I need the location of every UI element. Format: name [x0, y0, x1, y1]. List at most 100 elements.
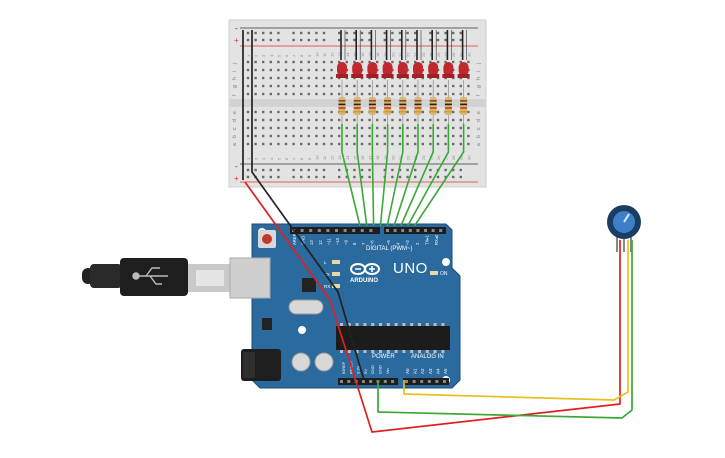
breadboard-hole	[307, 84, 310, 88]
row-letter-c: c	[232, 127, 238, 130]
breadboard-hole	[383, 126, 386, 130]
breadboard-hole	[383, 134, 386, 138]
column-number-8: 8	[299, 157, 304, 160]
mounting-hole	[298, 326, 306, 334]
column-number-28: 28	[451, 52, 456, 57]
header-pin	[343, 229, 347, 232]
breadboard-hole	[444, 126, 447, 130]
breadboard-hole	[246, 175, 250, 179]
breadboard-hole	[322, 84, 326, 88]
column-number-12: 12	[330, 155, 335, 160]
breadboard-hole	[284, 118, 288, 122]
column-number-18: 18	[375, 52, 380, 57]
breadboard-hole	[360, 118, 364, 122]
breadboard-hole	[459, 175, 462, 179]
breadboard-hole	[353, 92, 356, 96]
resistor-band	[414, 110, 422, 113]
breadboard-hole	[360, 126, 364, 130]
arduino-logo-icon	[364, 263, 380, 275]
breadboard-hole	[322, 68, 326, 72]
breadboard-hole	[269, 60, 272, 64]
wire-digital-signal	[356, 124, 368, 227]
breadboard-hole	[284, 84, 288, 88]
header-pin	[416, 229, 420, 232]
breadboard-hole	[269, 134, 272, 138]
breadboard-hole	[277, 118, 280, 122]
breadboard-hole	[330, 92, 333, 96]
breadboard-hole	[444, 84, 447, 88]
breadboard-hole	[292, 38, 295, 42]
breadboard-hole	[246, 84, 250, 88]
digital-pin-label: 4	[396, 242, 401, 245]
row-letter-a: a	[232, 143, 238, 146]
breadboard-hole	[429, 118, 432, 122]
digital-pin-label: GND	[301, 236, 306, 245]
row-letter-b: b	[232, 135, 238, 138]
chip-pin	[355, 350, 359, 353]
breadboard-hole	[330, 134, 333, 138]
breadboard-hole	[376, 60, 379, 64]
breadboard-hole	[383, 142, 386, 146]
breadboard-hole	[391, 31, 394, 35]
wires	[242, 30, 633, 433]
digital-pin-label: 7	[361, 242, 366, 245]
led-base	[427, 74, 440, 78]
header-pin	[352, 229, 356, 232]
breadboard-hole	[353, 38, 356, 42]
breadboard-hole	[414, 92, 417, 96]
breadboard-hole	[315, 31, 318, 35]
resistor-band	[399, 100, 407, 102]
breadboard-hole	[269, 68, 272, 72]
breadboard-hole	[292, 118, 295, 122]
breadboard-hole	[452, 142, 455, 146]
breadboard-hole	[262, 92, 265, 96]
breadboard-hole	[330, 126, 333, 130]
breadboard-hole	[330, 118, 333, 122]
usb-jack	[229, 257, 271, 299]
breadboard-hole	[300, 84, 303, 88]
capacitor	[291, 352, 311, 372]
led-base	[351, 74, 364, 78]
breadboard-hole	[398, 84, 402, 88]
breadboard-hole	[277, 110, 280, 114]
breadboard-hole	[398, 92, 402, 96]
chip-pin	[363, 350, 367, 353]
column-number-16: 16	[360, 52, 365, 57]
digital-pin-label: AREF	[292, 233, 297, 245]
breadboard-plus-top: +	[234, 36, 239, 45]
breadboard-hole	[398, 168, 402, 172]
column-number-22: 22	[406, 52, 411, 57]
breadboard-hole	[345, 31, 348, 35]
breadboard-hole	[421, 110, 424, 114]
chip-pin	[425, 323, 429, 326]
breadboard-hole	[429, 134, 432, 138]
row-letter-f: f	[232, 94, 238, 96]
breadboard-hole	[284, 76, 288, 80]
breadboard-hole	[360, 38, 364, 42]
breadboard-hole	[315, 168, 318, 172]
resistor-band	[429, 110, 437, 113]
breadboard-hole	[414, 84, 417, 88]
column-number-22: 22	[406, 155, 411, 160]
row-letter-i: i	[476, 71, 482, 72]
breadboard-minus-top: -	[235, 24, 238, 33]
wire-pot-ground	[377, 240, 633, 419]
breadboard-hole	[414, 60, 417, 64]
breadboard-hole	[353, 142, 356, 146]
breadboard-hole	[406, 92, 409, 96]
breadboard-hole	[444, 175, 447, 179]
breadboard-hole	[300, 38, 303, 42]
potentiometer[interactable]	[607, 205, 641, 252]
breadboard-hole	[406, 60, 409, 64]
power-jack-slot	[243, 352, 255, 378]
wire-digital-signal	[400, 124, 435, 227]
led-base	[336, 74, 348, 78]
power-pin-label: GND	[370, 365, 375, 374]
breadboard-hole	[421, 134, 424, 138]
breadboard-hole	[277, 134, 280, 138]
breadboard-hole	[262, 118, 265, 122]
header-pin	[393, 229, 397, 232]
breadboard-hole	[353, 134, 356, 138]
